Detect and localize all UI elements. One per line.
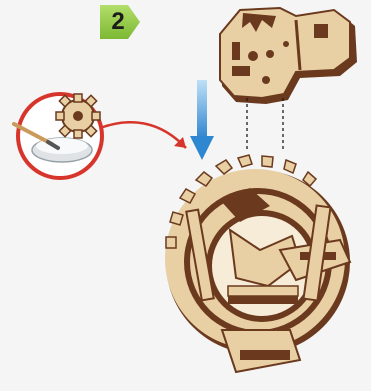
arrow-down-icon xyxy=(190,80,214,160)
top-wooden-part xyxy=(220,8,357,104)
main-wooden-gear-assembly xyxy=(165,155,350,372)
glue-brush-gear-icon xyxy=(14,94,102,178)
curved-arrow-icon xyxy=(100,122,186,148)
alignment-guides xyxy=(247,98,283,150)
